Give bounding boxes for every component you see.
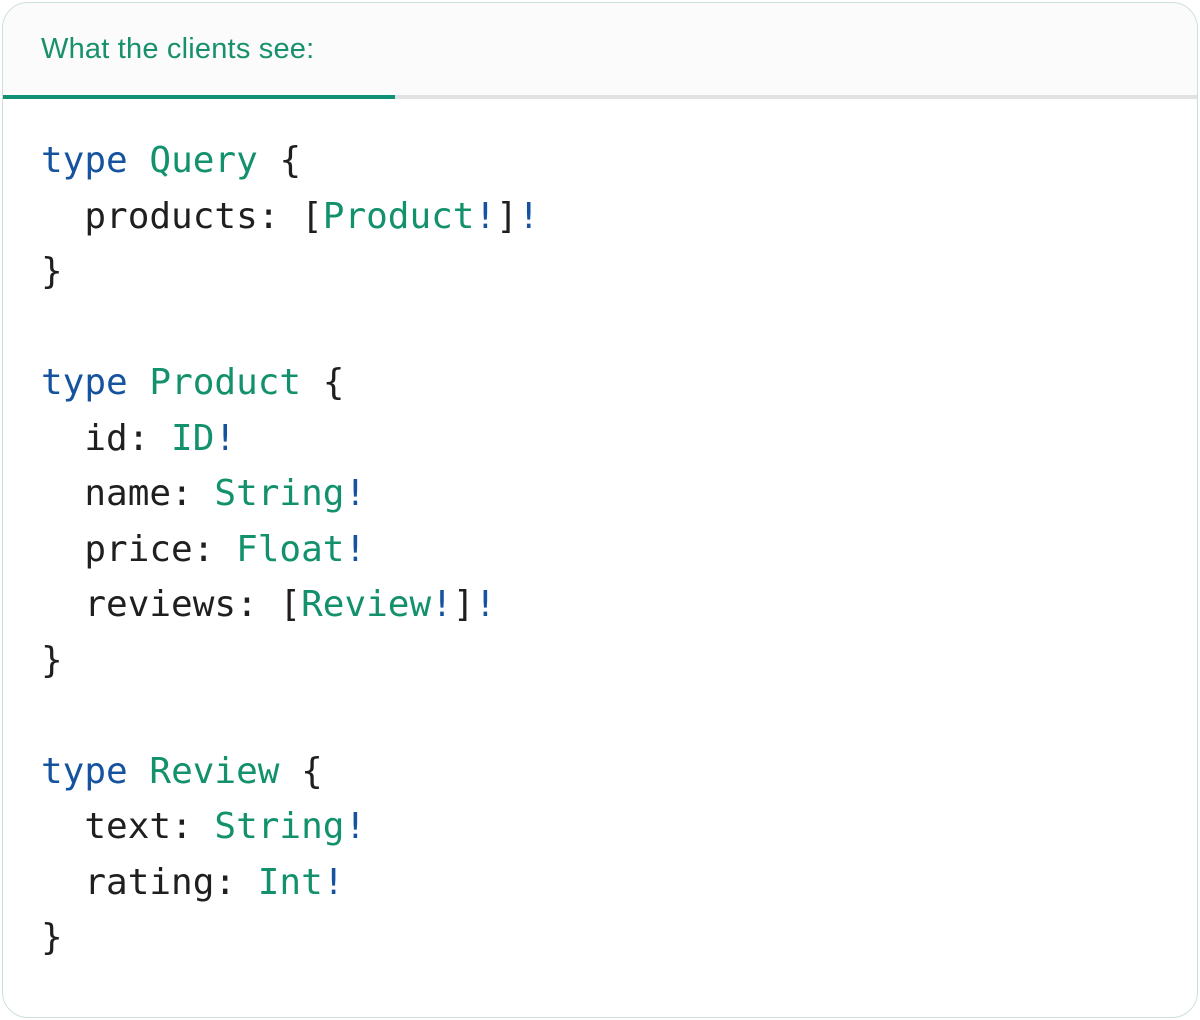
code-token-plain: ] [496,195,518,237]
code-line [41,688,1177,744]
code-token-plain: rating: [41,861,258,903]
code-token-keyword: ! [322,861,345,903]
tab-what-clients-see[interactable]: What the clients see: [3,3,1197,95]
code-token-typename: Review [149,750,280,792]
header-divider [3,95,1197,99]
code-token-plain: } [41,917,63,958]
code-token-plain: { [279,750,323,792]
code-token-typename: Product [322,195,475,237]
code-token-plain: } [41,639,63,681]
code-token-typename: Float [236,528,345,570]
code-token-typename: String [214,806,345,847]
code-token-keyword: ! [214,417,237,459]
card-header: What the clients see: [3,3,1197,99]
code-token-plain: reviews: [ [41,584,302,625]
code-token-plain: products: [ [41,195,323,237]
code-line: products: [Product!]! [41,189,1177,245]
code-line: id: ID! [41,411,1177,467]
tab-label: What the clients see: [41,33,315,65]
code-line: type Review { [41,744,1177,800]
active-tab-underline [3,95,395,99]
code-line: type Query { [41,133,1177,189]
code-line: } [41,244,1177,300]
code-token-keyword: ! [344,528,367,570]
code-token-keyword: ! [344,806,367,847]
code-token-keyword: type [41,140,128,181]
code-line: price: Float! [41,522,1177,578]
code-line: rating: Int! [41,855,1177,911]
code-token-keyword: ! [431,584,453,625]
code-token-plain [128,751,150,792]
code-token-typename: Int [257,861,323,903]
code-token-keyword: ! [474,195,497,237]
code-line [41,300,1177,356]
code-token-plain: { [257,140,302,181]
code-token-keyword: ! [344,473,367,514]
code-token-plain: name: [41,473,215,514]
code-token-keyword: type [41,362,128,403]
code-line: text: String! [41,799,1177,855]
code-token-typename: String [214,473,345,514]
code-token-keyword: ! [474,584,497,625]
code-line: name: String! [41,466,1177,522]
code-token-plain: price: [41,528,237,570]
code-token-plain [128,362,150,403]
code-token-typename: ID [171,417,215,459]
code-token-typename: Query [149,140,258,181]
code-token-plain: text: [41,806,215,847]
code-line: } [41,633,1177,689]
code-line: type Product { [41,355,1177,411]
code-token-plain [128,140,150,181]
code-line: } [41,910,1177,966]
code-token-plain: { [301,362,345,403]
code-block: type Query { products: [Product!]!} type… [3,99,1197,966]
code-token-keyword: type [41,750,128,792]
code-token-plain: } [41,251,63,292]
code-token-plain: ] [452,584,475,625]
code-line: reviews: [Review!]! [41,577,1177,633]
code-token-plain: id: [41,417,172,459]
code-token-typename: Review [301,584,432,625]
code-token-keyword: ! [517,195,540,237]
code-token-typename: Product [149,362,302,403]
